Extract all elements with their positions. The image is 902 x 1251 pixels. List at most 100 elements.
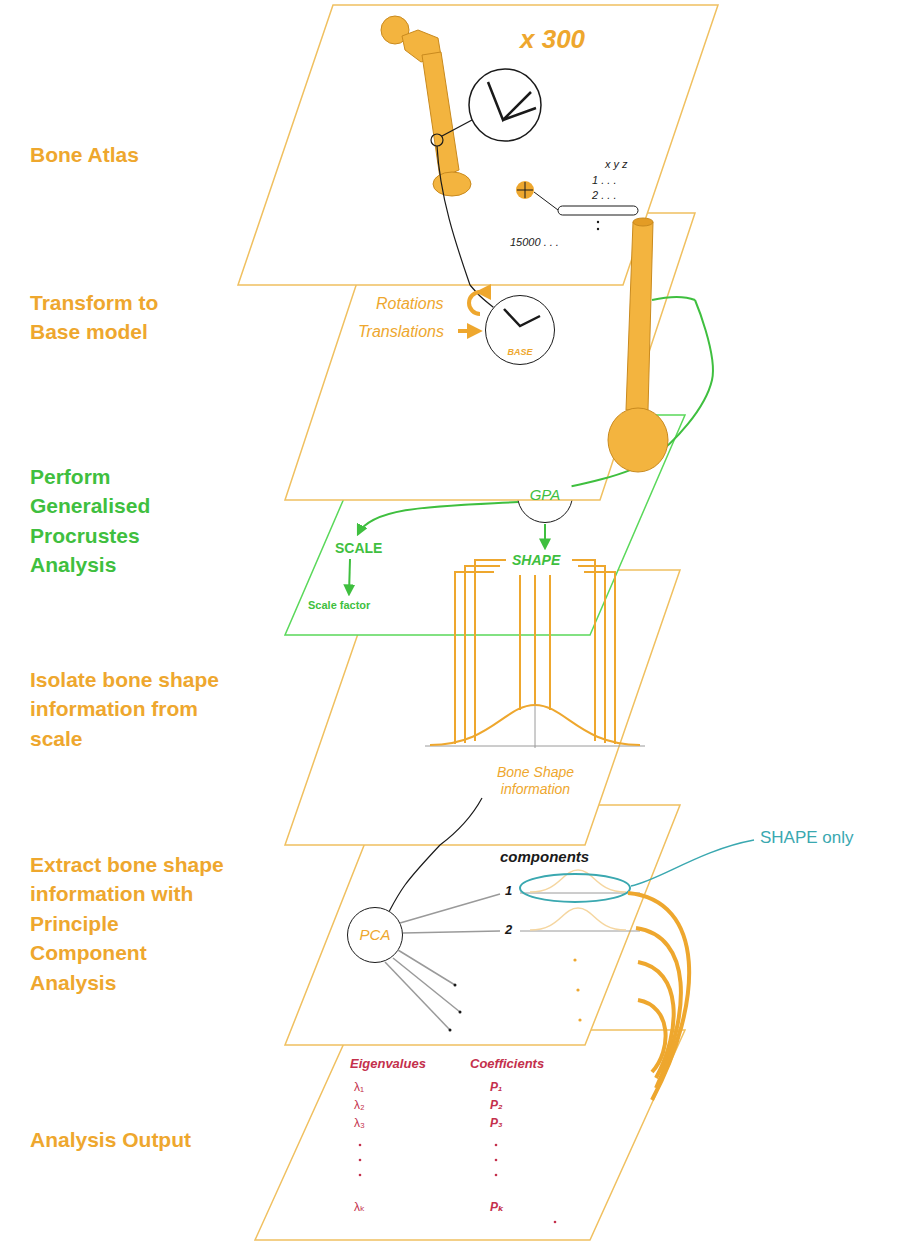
- ray-ends: [449, 984, 462, 1032]
- text-slot: Scale factor: [308, 599, 370, 612]
- text-slot: P₃: [490, 1116, 503, 1130]
- step-label: Extract bone shape information with Prin…: [30, 850, 235, 997]
- shape-leader: [440, 798, 482, 845]
- femur-illustration: [381, 16, 471, 196]
- text-slot: x y z: [605, 158, 628, 171]
- text-slot: P₁: [490, 1080, 502, 1094]
- text-slot: P₂: [490, 1098, 503, 1112]
- circle-label: GPA: [530, 486, 561, 504]
- rotation-arrow: [469, 292, 480, 314]
- joint-inset: [469, 69, 541, 141]
- plane-text: λ₃: [354, 1116, 365, 1130]
- process-plane: Eigenvalues Coefficients λ₁ λ₂ λ₃ λₖ P₁ P₂ P₃ Pₖ: [255, 1030, 685, 1240]
- callout-label: SHAPE only: [760, 826, 854, 850]
- femur-illustration: [608, 218, 668, 472]
- list-dots: [554, 1221, 557, 1224]
- joint-inset: [488, 82, 536, 120]
- plane-text: P₁: [490, 1080, 502, 1094]
- output-arcs: [628, 893, 689, 1100]
- text-slot: components: [500, 848, 589, 866]
- process-plane: x 300 x y z 1 . . . 2 . . . 15000 . . .: [238, 5, 718, 285]
- plane-outline: [238, 5, 718, 285]
- step-label: Transform to Base model: [30, 288, 195, 347]
- point-record: [516, 181, 534, 199]
- plane-text: P₃: [490, 1116, 503, 1130]
- text-slot: λ₁: [354, 1080, 364, 1094]
- plane-text: λ₂: [354, 1098, 365, 1112]
- label-slot: Perform Generalised Procrustes Analysis: [30, 462, 210, 580]
- plane-text: 2 . . .: [592, 189, 616, 202]
- text-slot: 1: [505, 883, 512, 899]
- component-rays: [385, 962, 450, 1030]
- output-arcs: [628, 893, 689, 1100]
- step-label: Analysis Output: [30, 1125, 235, 1154]
- text-slot: x 300: [520, 24, 585, 55]
- femur-illustration: [433, 172, 471, 196]
- shape-fan: [465, 566, 500, 743]
- component-rays: [393, 958, 460, 1012]
- label-slot: Analysis Output: [30, 1125, 235, 1154]
- ray-ends: [459, 1011, 462, 1014]
- component-rays: [400, 894, 500, 923]
- plane-text: Translations: [358, 322, 444, 341]
- component-rays: [398, 950, 455, 985]
- plane-text: Bone Shape information: [488, 764, 583, 798]
- plane-text: Pₖ: [490, 1200, 504, 1214]
- plane-text: Coefficients: [470, 1056, 544, 1072]
- base-axes: [504, 309, 540, 326]
- shape-fan: [519, 575, 521, 710]
- shape-distribution: [430, 705, 640, 745]
- text-slot: Bone Shape information: [488, 764, 583, 798]
- plane-text: SHAPE: [512, 552, 560, 569]
- shape-only-ring: [520, 874, 630, 902]
- process-circle: BASE: [485, 295, 555, 365]
- point-record: [516, 181, 638, 230]
- ray-ends: [454, 984, 457, 987]
- text-slot: λ₂: [354, 1098, 365, 1112]
- text-slot: λₖ: [354, 1200, 365, 1214]
- landmark-leader: [442, 120, 472, 136]
- connector: [572, 300, 713, 486]
- femur-illustration: [381, 16, 409, 44]
- component-dots: [578, 1018, 581, 1021]
- text-slot: 15000 . . .: [510, 236, 559, 249]
- text-slot: Eigenvalues: [350, 1056, 426, 1072]
- component-dots: [573, 958, 581, 1021]
- plane-text: x y z: [605, 158, 628, 171]
- plane-outline: [255, 1030, 685, 1240]
- plane-text: 2: [505, 922, 512, 938]
- component-curves: [530, 908, 626, 930]
- label-slot: Bone Atlas: [30, 140, 235, 169]
- plane-text: λ₁: [354, 1080, 364, 1094]
- list-dots: [359, 1174, 362, 1177]
- point-record: [558, 206, 638, 215]
- point-record: [517, 182, 533, 198]
- scale-arrow: [358, 502, 518, 534]
- femur-illustration: [633, 218, 653, 226]
- text-slot: Pₖ: [490, 1200, 504, 1214]
- text-slot: 2: [505, 922, 512, 938]
- list-dots: [495, 1159, 498, 1162]
- plane-text: 15000 . . .: [510, 236, 559, 249]
- plane-text: x 300: [520, 24, 585, 55]
- ray-ends: [449, 1029, 452, 1032]
- text-slot: Translations: [358, 322, 444, 341]
- component-dots: [573, 958, 576, 961]
- text-slot: Rotations: [376, 294, 444, 313]
- component-rays: [403, 931, 500, 933]
- plane-text: 1 . . .: [592, 174, 616, 187]
- plane-outline: [238, 5, 718, 285]
- text-slot: 1 . . .: [592, 174, 616, 187]
- landmark-leader: [431, 120, 472, 285]
- plane-text: λₖ: [354, 1200, 365, 1214]
- landmark-leader: [437, 146, 470, 285]
- femur-illustration: [626, 222, 653, 410]
- joint-inset: [469, 69, 541, 141]
- output-arcs: [638, 1000, 666, 1072]
- translation-arrow: [458, 329, 478, 333]
- circle-label: BASE: [507, 347, 532, 358]
- shape-fan: [534, 575, 536, 706]
- shape-fan: [475, 560, 506, 741]
